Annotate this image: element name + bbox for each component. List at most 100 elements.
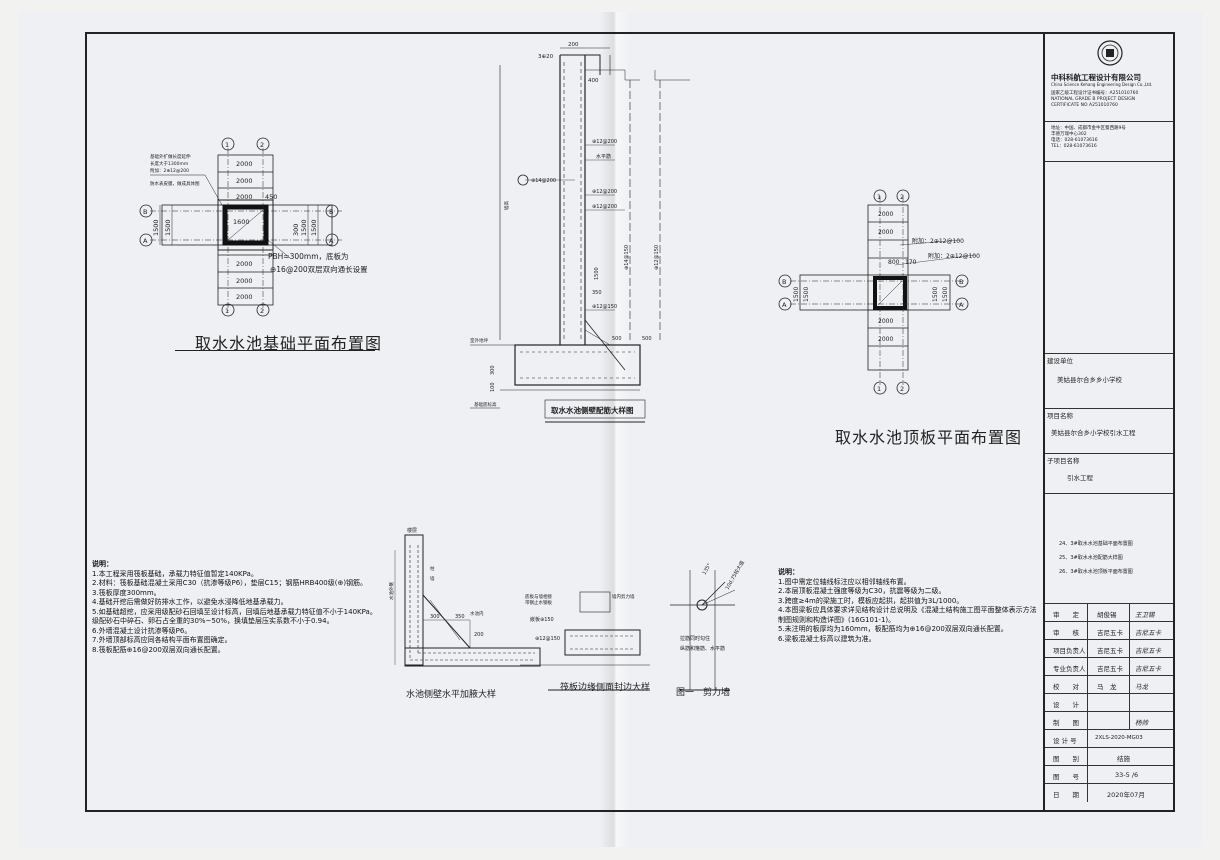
sign-row: 审 核 吉尼五卡 吉尼五卡 [1045,622,1173,640]
sign-name: 吉尼五卡 [1097,629,1123,637]
rebar-label: ⊕12@150 [654,245,660,270]
annotation: 带钢止水钢板 [525,599,552,606]
dimension-label: 1500 [803,287,810,302]
dimension-label: 200 [568,42,579,48]
annotation: 室外地坪 [470,337,488,344]
rebar-label: 水平筋 [596,153,611,160]
project-cell: 项目名称 美姑县尔合乡小学校引水工程 [1045,409,1173,454]
grid-label: 2 [260,141,264,149]
sign-role: 制 图 [1053,719,1079,727]
sign-role: 设 计 [1053,701,1079,709]
signature: 吉尼五卡 [1135,647,1161,655]
sheet-list-item: 26、3#取水水池顶板平面布置图 [1059,569,1133,575]
sign-row: 审 定 胡俊锡 王卫锡 [1045,604,1173,622]
cert-info: 国家乙级工程设计证书编号：A251010760 NATIONAL GRADE B… [1051,91,1171,109]
drawing-title: 水池侧壁水平加腋大样 [406,688,496,700]
sign-role: 项目负责人 [1053,647,1086,655]
drawing-title: 取水水池侧壁配筋大样图 [551,405,634,415]
sign-row: 制 图 杨帅 [1045,712,1173,730]
sheet-list-item: 25、3#取水水池配筋大样图 [1059,555,1123,561]
annotation: 楼层 [407,527,417,534]
address-line: 丰德万瑞中心302 [1051,132,1087,137]
grid-label: 2 [900,385,904,393]
dimension-label: 350 [455,614,465,620]
dimension-label: 1600 [233,218,250,226]
date-label: 日 期 [1053,791,1079,799]
grid-label: 2 [260,307,264,315]
subproject-value: 引水工程 [1067,474,1093,482]
category-label: 图 别 [1053,755,1079,763]
sign-row: 专业负责人 吉尼五卡 吉尼五卡 [1045,658,1173,676]
wall-haunch-detail [394,534,541,667]
note-line: 6.梁板混凝土标高以建筑为准。 [778,634,876,643]
sign-row: 校 对 马 龙 马龙 [1045,676,1173,694]
address-info: 地址：中国、成都市金牛区蜀西路9号 丰德万瑞中心302 电话：028-61073… [1051,126,1171,150]
category-row: 图 别 结施 [1045,748,1173,766]
dimension-label: 2000 [236,177,253,185]
note-line: 1.图中需定位轴线标注应以相邻轴线布置。 [778,577,911,586]
rebar-label: ⊕14@200 [531,178,556,184]
note-line: 5.如基础超挖，应采用级配砂石回填至设计标高，回填后地基承载力特征值不小于140… [92,607,377,616]
signature: 杨帅 [1135,719,1148,727]
build-unit-label: 建设单位 [1047,357,1073,365]
note-line: 级配砂石中碎石、卵石占全重的30%~50%，换填垫层压实系数不小于0.94。 [92,617,334,625]
rebar-label: 附加：2⊕12@100 [912,237,964,245]
shear-wall-detail [670,570,736,691]
rebar-label: ⊕12@200 [592,204,617,210]
annotation: 墙 [430,575,435,582]
date-value: 2020年07月 [1107,791,1145,799]
annotation: 135° [702,562,713,576]
sign-row: 设 计 [1045,694,1173,712]
company-name: 中科科航工程设计有限公司 [1051,73,1141,82]
sign-role: 校 对 [1053,683,1079,691]
drawing-title: 筏板边缘侧面封边大样 [560,681,650,693]
sign-name: 马 龙 [1097,683,1117,691]
rebar-label: ⊕12@200 [592,139,617,145]
grid-label: B [782,278,786,286]
dimension-label: 1500 [152,219,160,236]
dimension-label: 2000 [878,211,893,218]
drawing-title: 图一 剪力墙 [676,686,730,698]
dimension-label: 1500 [310,219,318,236]
note-line: 6.外墙混凝土设计抗渗等级P6。 [92,626,192,635]
grid-label: 2 [900,193,904,201]
build-unit-cell: 建设单位 美姑县尔合乡乡小学校 [1045,354,1173,409]
title-block: 中科科航工程设计有限公司 China Science Kehang Engine… [1045,32,1175,812]
dimension-label: 2000 [236,160,253,168]
dimension-label: 1500 [594,267,600,280]
rebar-label: 附加：2⊕12@100 [928,252,980,260]
annotation: 防水表皮膜，做成具体图 [150,180,200,187]
sign-row: 项目负责人 吉尼五卡 吉尼五卡 [1045,640,1173,658]
base-plan-title: 取水水池基础平面布置图 [195,334,383,353]
subproject-cell: 子项目名称 引水工程 [1045,454,1173,494]
annotation: ⊕16@200双层双向通长设置 [270,264,368,274]
annotation: 长度大于1300mm [150,160,188,167]
dimension-label: 2000 [236,260,253,268]
company-cell: 中科科航工程设计有限公司 China Science Kehang Engine… [1045,34,1173,122]
annotation: 附加：2⊕12@200 [150,167,189,174]
notes-left: 说明： 1.本工程采用筏板基础，承载力特征值暂定140KPa。 2.材料：筏板基… [92,560,392,655]
note-line: 3.跨度≥4m的梁施工时，模板应起拱，起拱值为3L/1000。 [778,596,964,605]
dimension-label: 350 [592,290,602,296]
sheet-no-row: 图 号 33-5 /6 [1045,766,1173,784]
rebar-label: ⊕12@150 [592,304,617,310]
address-line: TEL：028-61073616 [1051,144,1097,149]
sheet-no-value: 33-5 /6 [1115,771,1139,779]
dimension-label: 100 [490,382,496,392]
rebar-label: 3⊕20 [538,54,554,60]
dimension-label: 400 [588,78,599,84]
annotation: 10d,75较大值 [724,559,746,591]
dimension-label: 2000 [878,336,893,343]
grid-label: 1 [225,141,229,149]
signature: 马龙 [1135,683,1148,691]
grid-label: A [959,301,964,309]
note-line: 7.外墙顶部标高应同各结构平面布置图确定。 [92,636,232,644]
dimension-label: 1500 [932,287,939,302]
paper-fold [600,12,630,847]
blank-cell [1045,162,1173,354]
category-value: 结施 [1117,755,1130,763]
dimension-label: 1500 [300,219,308,236]
wall-detail [470,47,690,423]
annotation: PBH=300mm，底板为 [268,251,349,261]
